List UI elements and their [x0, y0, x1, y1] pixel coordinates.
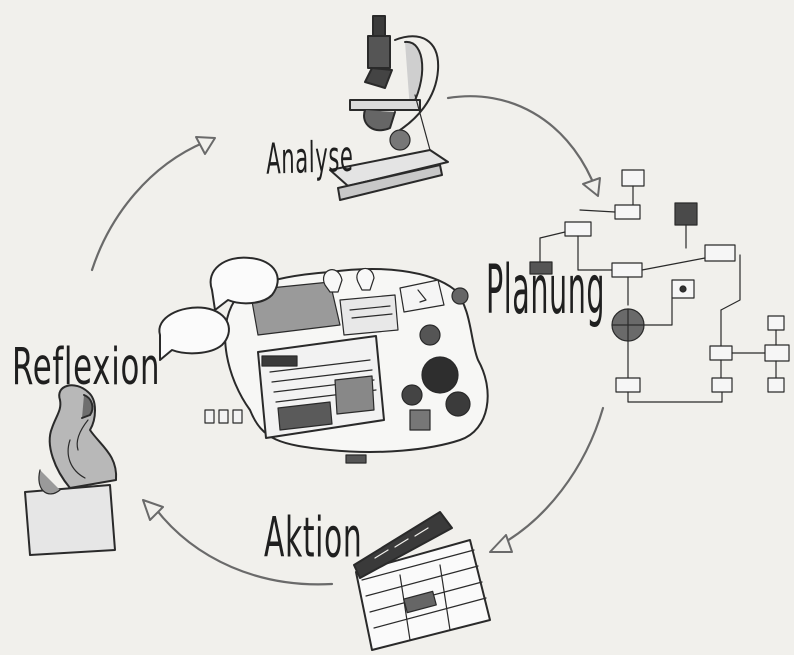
thinker-statue-icon — [24, 384, 118, 556]
microscope-icon — [329, 15, 449, 201]
arrow-aktion-to-reflexion — [142, 499, 334, 586]
clapperboard-icon — [353, 511, 491, 651]
arrow-reflexion-to-analyse — [90, 136, 216, 272]
stage-label-aktion: Aktion — [264, 506, 363, 571]
workspace-collage-icon — [158, 256, 489, 464]
stage-label-planung: Planung — [486, 252, 606, 330]
flowchart-icon — [529, 169, 790, 403]
speech-bubble — [158, 306, 230, 361]
arrow-analyse-to-planung — [446, 95, 601, 197]
speech-bubble — [209, 256, 279, 311]
stage-label-reflexion: Reflexion — [12, 338, 161, 397]
arrow-planung-to-aktion — [489, 406, 605, 553]
stage-label-analyse: Analyse — [266, 131, 354, 185]
